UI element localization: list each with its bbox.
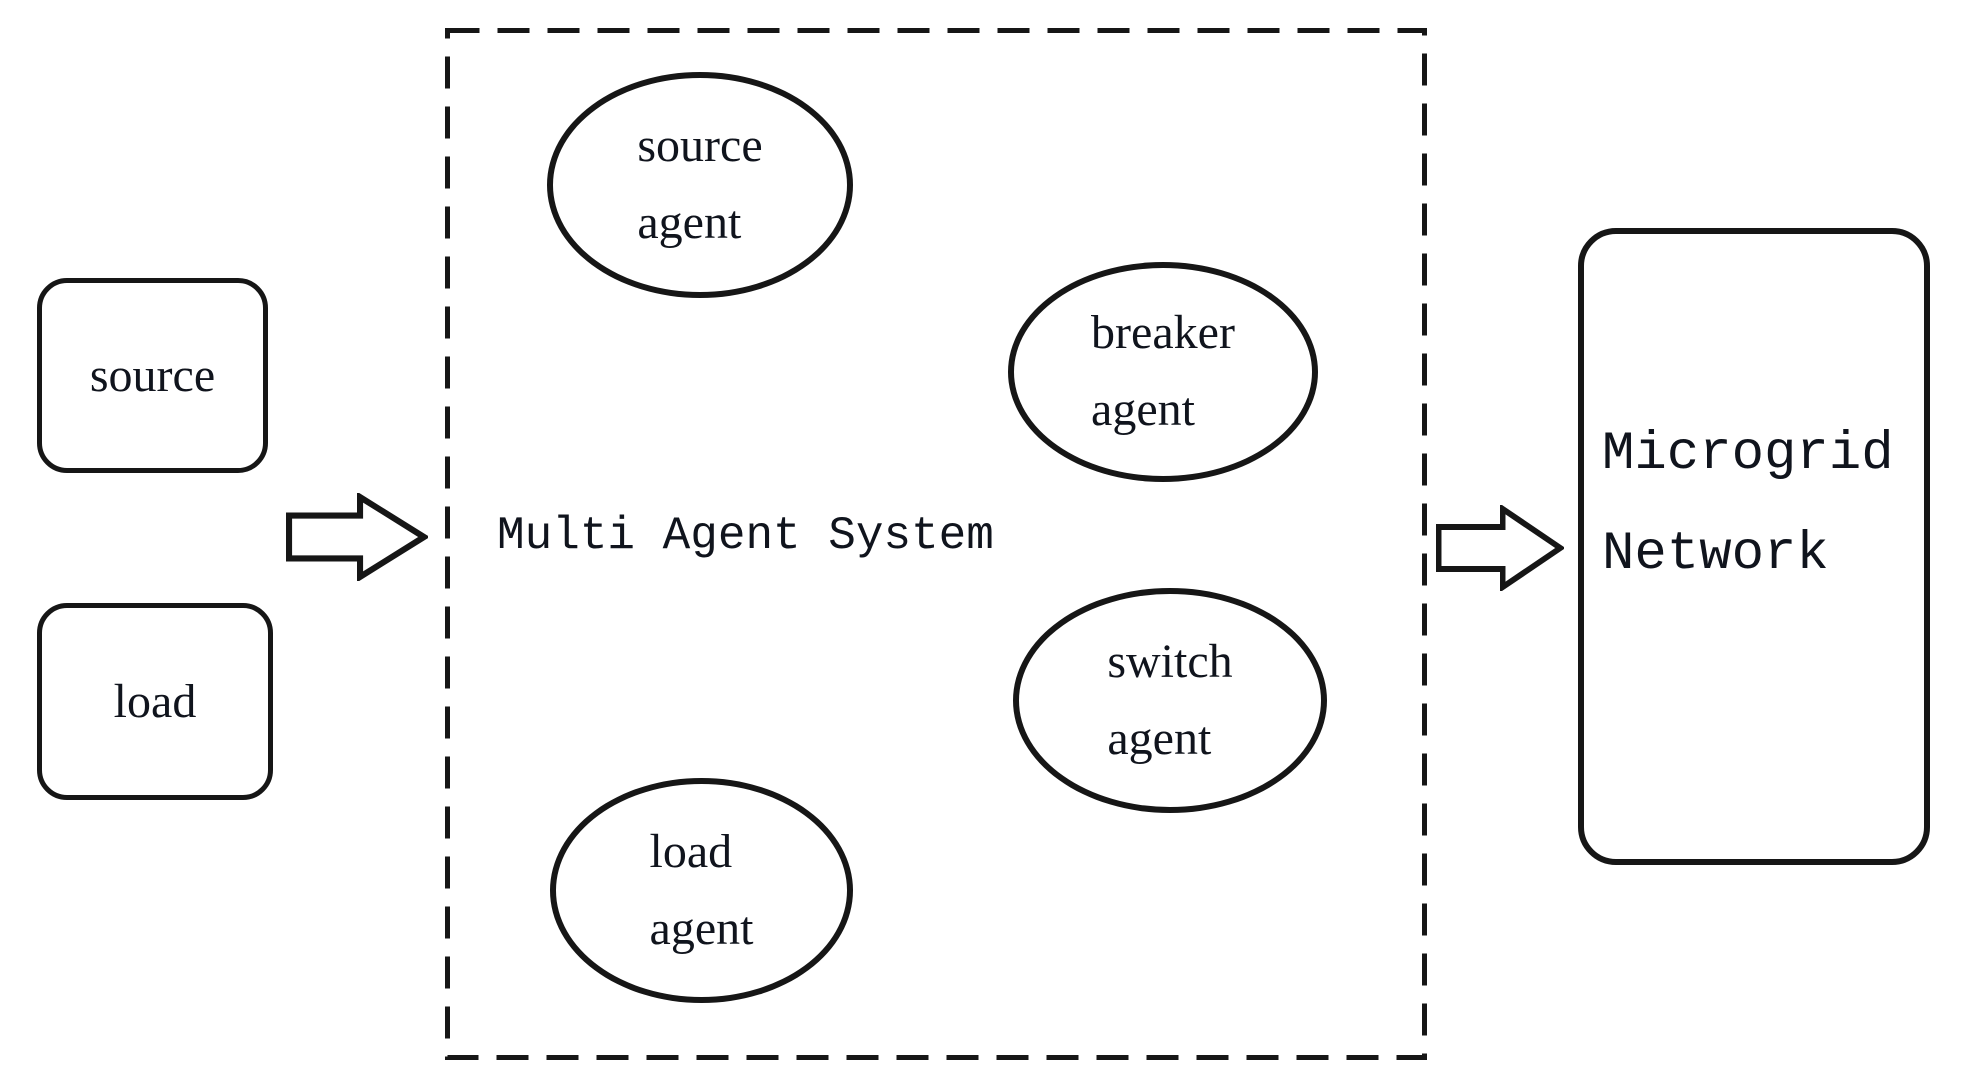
source-box-label: source	[89, 348, 216, 402]
multi-agent-system-label: Multi Agent System	[497, 510, 994, 562]
source-box: source	[37, 278, 268, 473]
breaker-agent-label: breaker agent	[1091, 306, 1235, 436]
load-agent-label: load agent	[649, 824, 754, 955]
switch-agent-label: switch agent	[1107, 634, 1233, 765]
microgrid-network-box: Microgrid Network	[1578, 228, 1930, 865]
switch-agent-node: switch agent	[1013, 588, 1327, 813]
source-agent-node: source agent	[547, 72, 853, 298]
breaker-agent-node: breaker agent	[1008, 262, 1318, 482]
arrow-right-icon	[1436, 505, 1564, 591]
microgrid-network-label: Microgrid Network	[1602, 423, 1894, 585]
load-box-label: load	[113, 674, 197, 728]
source-agent-label: source agent	[637, 119, 763, 249]
load-agent-node: load agent	[550, 778, 853, 1003]
load-box: load	[37, 603, 273, 800]
arrow-right-icon	[286, 493, 428, 581]
